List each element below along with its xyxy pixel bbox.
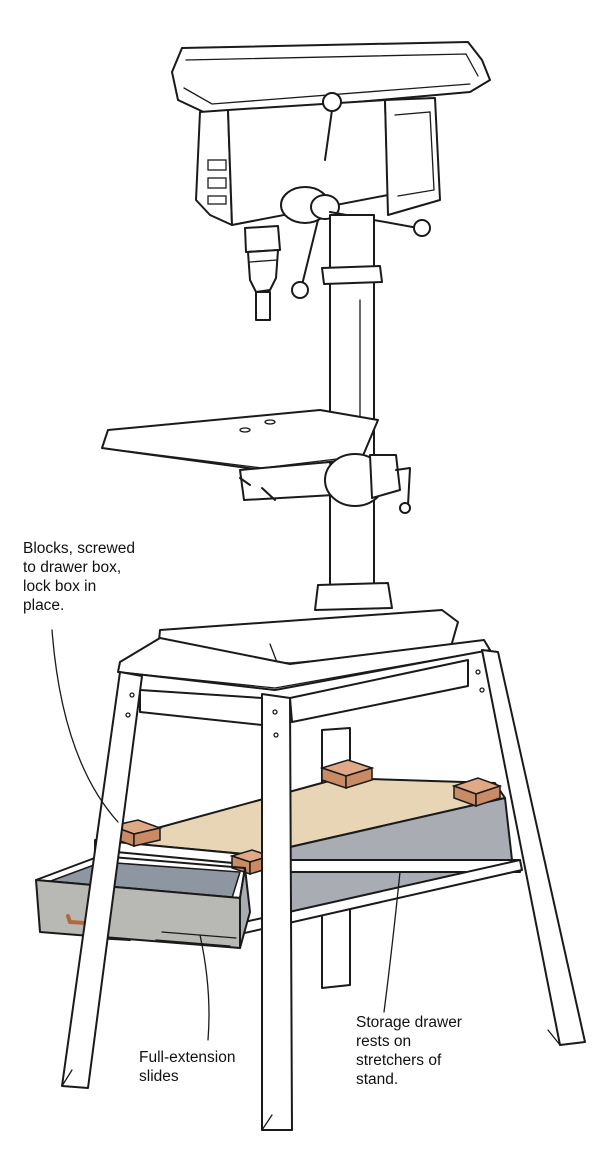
callout-slides-line-1: Full-extension xyxy=(139,1049,236,1066)
drawer-side xyxy=(239,867,251,949)
drill-press-column xyxy=(314,214,393,611)
callout-slides-line-2: slides xyxy=(139,1068,179,1085)
stand-front-legs xyxy=(61,669,485,1131)
callout-blocks-line-1: Blocks, screwed xyxy=(23,540,135,557)
callout-blocks-line-2: to drawer box, xyxy=(23,559,122,576)
callout-slides: Full-extension slides xyxy=(139,1048,236,1086)
callout-blocks-line-3: lock box in xyxy=(23,578,97,595)
callout-storage-line-4: stand. xyxy=(356,1071,399,1088)
drill-press-table xyxy=(101,409,411,514)
callout-storage-drawer: Storage drawer rests on stretchers of st… xyxy=(356,1013,462,1089)
block-back-left xyxy=(319,759,375,790)
callout-blocks: Blocks, screwed to drawer box, lock box … xyxy=(23,539,135,615)
block-front-left xyxy=(109,819,163,848)
callout-storage-line-3: stretchers of xyxy=(356,1052,442,1069)
drill-press-head xyxy=(171,41,491,321)
stand-top xyxy=(117,637,491,726)
open-drawer xyxy=(35,855,251,949)
callout-storage-line-1: Storage drawer xyxy=(356,1014,462,1031)
block-back-right xyxy=(451,777,503,808)
callout-blocks-line-4: place. xyxy=(23,597,65,614)
leader-lines xyxy=(51,629,401,1041)
callout-storage-line-2: rests on xyxy=(356,1033,412,1050)
